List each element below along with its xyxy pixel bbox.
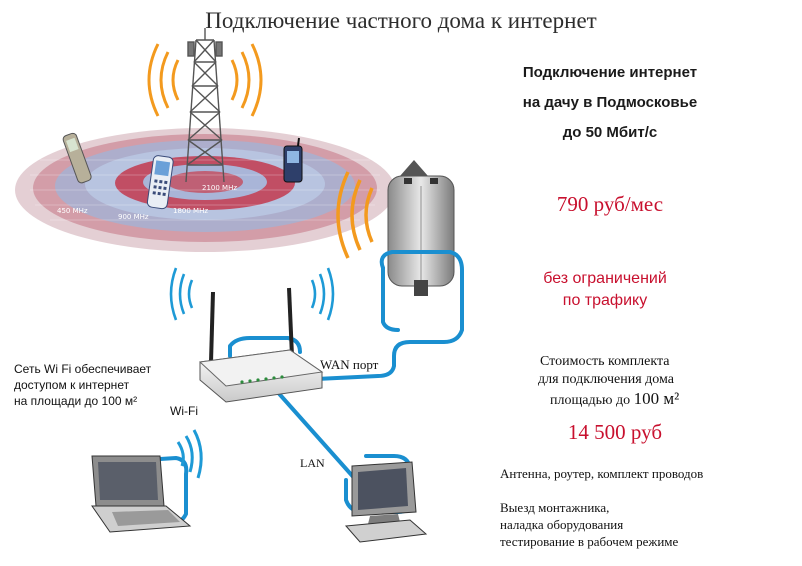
wifi-signal-icon: [169, 267, 335, 321]
wifi-note-line-2: доступом к интернет: [14, 378, 130, 392]
wifi-label: Wi-Fi: [170, 404, 198, 418]
wifi-signal-icon: [176, 429, 203, 479]
included-service-line-3: тестирование в рабочем режиме: [500, 534, 679, 549]
unlimited-line-1: без ограничений: [543, 270, 667, 287]
kit-cost-line-2: для подключения дома: [538, 372, 674, 387]
headline-line-3: до 50 Мбит/с: [562, 124, 658, 141]
included-service-line-2: наладка оборудования: [500, 517, 624, 532]
kit-price: 14 500 руб: [567, 420, 663, 444]
frequency-2100-label: 2100 MHz: [202, 184, 238, 192]
lan-label: LAN: [300, 456, 325, 470]
antenna-signal-icon: [336, 171, 374, 259]
included-equipment: Антенна, роутер, комплект проводов: [500, 466, 704, 481]
mobile-phone-icon: [283, 137, 303, 183]
unlimited-line-2: по трафику: [562, 292, 648, 309]
frequency-450-label: 450 MHz: [57, 207, 88, 215]
wifi-router-icon: [198, 287, 324, 403]
wifi-note-line-1: Сеть Wi Fi обеспечивает: [14, 362, 152, 376]
mobile-phone-icon: [146, 155, 174, 210]
laptop-icon: [91, 455, 192, 533]
cell-tower-icon: [185, 28, 225, 183]
tower-signal-icon: [147, 43, 263, 117]
frequency-1800-label: 1800 MHz: [173, 207, 209, 215]
headline-line-2: на дачу в Подмосковье: [522, 94, 698, 111]
monthly-price: 790 руб/мес: [556, 192, 664, 216]
outdoor-antenna-icon: [387, 160, 455, 296]
desktop-computer-icon: [344, 461, 428, 543]
wan-port-label: WAN порт: [320, 357, 379, 372]
kit-cost-area: 100 м²: [633, 389, 680, 408]
kit-cost-prefix: площадью до: [550, 393, 631, 408]
wifi-note-line-3: на площади до 100 м²: [14, 394, 138, 408]
headline-line-1: Подключение интернет: [522, 64, 698, 81]
page-title: Подключение частного дома к интернет: [205, 8, 597, 33]
mobile-phone-icon: [62, 132, 92, 184]
included-service-line-1: Выезд монтажника,: [500, 500, 610, 515]
kit-cost-line-3: площадью до 100 м²: [550, 389, 679, 409]
kit-cost-line-1: Стоимость комплекта: [540, 354, 670, 369]
frequency-900-label: 900 MHz: [118, 213, 149, 221]
